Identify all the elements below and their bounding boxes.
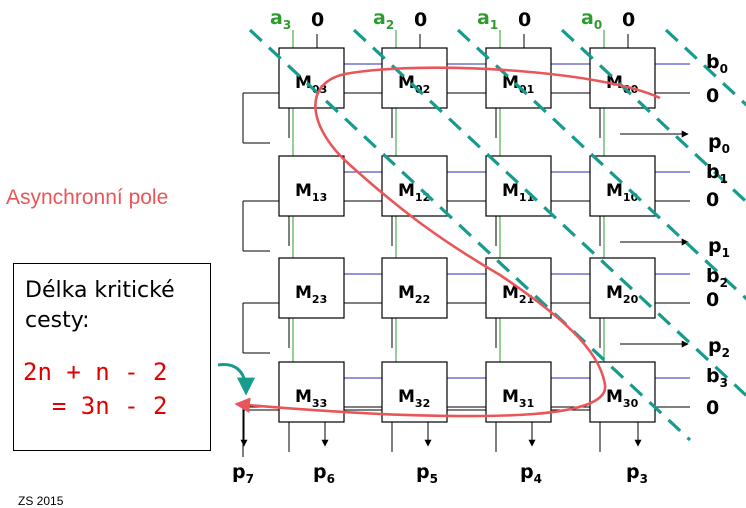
multiplier-cell-20 bbox=[589, 257, 656, 319]
multiplier-cell-01 bbox=[485, 47, 552, 109]
a-input-label-0: a0 bbox=[581, 7, 602, 32]
multiplier-cell-23 bbox=[278, 257, 345, 319]
b-input-label-1: b1 bbox=[706, 161, 728, 186]
multiplier-cell-label: M32 bbox=[398, 387, 430, 410]
critical-path-label: Délka kritické cesty: bbox=[25, 278, 175, 333]
critical-path-formula-line1: 2n + n - 2 bbox=[23, 358, 168, 386]
p-bottom-label-7: p7 bbox=[232, 461, 254, 486]
a-input-label-2: a2 bbox=[373, 7, 394, 32]
diagonal-wavefront-line bbox=[248, 28, 692, 442]
zero-input-label: 0 bbox=[311, 9, 324, 31]
multiplier-cell-label: M31 bbox=[502, 387, 534, 410]
io-labels: a3 0 a2 0 a1 0 a0 0 b0 b1 b2 b3 0 0 0 0 p0 p1 p2 p7 p6 p5 p4 p3 bbox=[232, 7, 730, 486]
multiplier-cell-22 bbox=[381, 257, 448, 319]
multiplier-cell-label: M02 bbox=[398, 73, 430, 96]
a-input-label-3: a3 bbox=[270, 7, 291, 32]
multiplier-cell-33 bbox=[278, 361, 345, 423]
zero-right-label: 0 bbox=[706, 397, 719, 419]
p-output-label-0: p0 bbox=[708, 131, 730, 156]
array-title: Asynchronní pole bbox=[6, 186, 169, 209]
multiplier-cell-12 bbox=[381, 155, 448, 217]
footer-text: ZS 2015 bbox=[18, 494, 64, 508]
p-bottom-label-6: p6 bbox=[313, 461, 335, 486]
critical-path-curve bbox=[234, 66, 661, 418]
diagonal-wavefronts bbox=[248, 28, 746, 442]
multiplier-cell-label: M33 bbox=[295, 387, 327, 410]
p-output-label-1: p1 bbox=[708, 235, 730, 260]
zero-input-label: 0 bbox=[622, 9, 635, 31]
p-bottom-label-4: p4 bbox=[520, 461, 542, 486]
b-input-label-3: b3 bbox=[706, 365, 728, 390]
a-input-label-1: a1 bbox=[477, 7, 498, 32]
multiplier-cell-02 bbox=[381, 47, 448, 109]
multiplier-cell-label: M20 bbox=[606, 283, 639, 306]
multiplier-cell-label: M30 bbox=[606, 387, 639, 410]
zero-input-label: 0 bbox=[518, 9, 531, 31]
b-input-label-2: b2 bbox=[706, 265, 728, 290]
p-bottom-label-3: p3 bbox=[626, 461, 648, 486]
multiplier-cell-label: M01 bbox=[502, 73, 534, 96]
zero-right-label: 0 bbox=[706, 85, 719, 107]
multiplier-cell-32 bbox=[381, 361, 448, 423]
multiplier-cell-11 bbox=[485, 155, 552, 217]
diagonal-wavefront-line bbox=[456, 28, 746, 301]
multiplier-cell-label: M13 bbox=[295, 181, 327, 204]
critical-path-formula-line2: = 3n - 2 bbox=[23, 392, 168, 420]
multiplier-cell-10 bbox=[589, 155, 656, 217]
multiplier-cell-label: M22 bbox=[398, 283, 430, 306]
multiplier-cell-00 bbox=[589, 47, 656, 109]
b-input-label-0: b0 bbox=[706, 51, 728, 76]
multiplier-cell-31 bbox=[485, 361, 552, 423]
zero-right-label: 0 bbox=[706, 289, 719, 311]
critical-path-pointer-arrow bbox=[217, 362, 255, 396]
diagonal-wavefront-line bbox=[352, 28, 746, 398]
p-output-label-2: p2 bbox=[708, 335, 730, 360]
p-bottom-label-5: p5 bbox=[416, 461, 438, 486]
zero-right-label: 0 bbox=[706, 189, 719, 211]
critical-path-box: Délka kritické cesty: 2n + n - 2 = 3n - … bbox=[13, 263, 211, 451]
zero-input-label: 0 bbox=[414, 9, 427, 31]
multiplier-cell-13 bbox=[278, 155, 345, 217]
multiplier-cell-label: M23 bbox=[295, 283, 327, 306]
